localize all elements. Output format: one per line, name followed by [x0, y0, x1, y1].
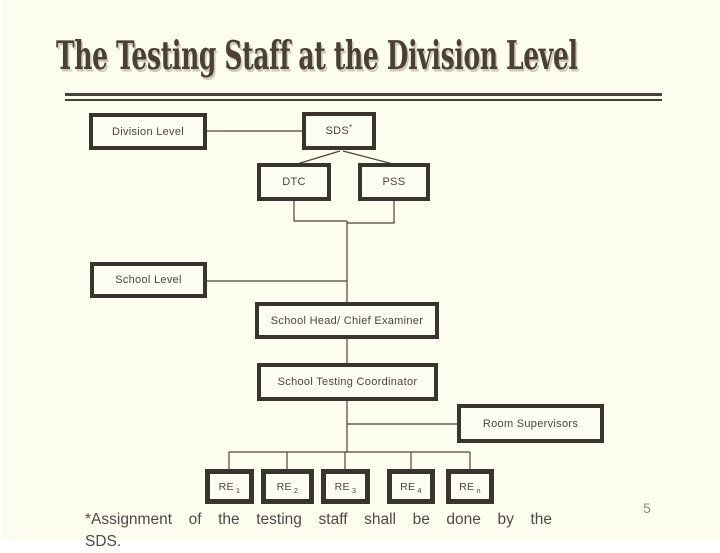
org-node-label: RE — [400, 480, 416, 493]
title-divider-bottom-line — [65, 99, 662, 101]
org-node-label: Room Supervisors — [482, 417, 579, 430]
org-node-label: School Level — [115, 274, 182, 286]
org-node-label: PSS — [382, 176, 406, 188]
org-node-subscript: 3 — [351, 486, 357, 495]
footnote: *Assignment of the testing staff shall b… — [85, 509, 552, 553]
org-node-school-level: School Level — [90, 262, 207, 298]
footnote-line-2: SDS. — [85, 533, 122, 550]
slide-title: The Testing Staff at the Division Level — [56, 33, 578, 79]
org-node-pss: PSS — [358, 163, 430, 201]
org-node-label: School Head/ Chief Examiner — [270, 314, 424, 327]
org-node-school-head-chief-examiner: School Head/ Chief Examiner — [255, 302, 439, 339]
title-divider-top-line — [65, 93, 662, 96]
org-node-division-level: Division Level — [89, 113, 207, 150]
org-node-sds: SDS* — [302, 112, 376, 150]
org-node-dtc: DTC — [257, 163, 331, 201]
org-node-subscript: 2 — [293, 486, 299, 495]
org-node-subscript: 4 — [417, 486, 422, 495]
org-node-label: RE — [218, 480, 234, 493]
org-chart-connector-lines — [207, 130, 471, 469]
org-node-label: SDS — [325, 125, 350, 137]
org-node-label: RE — [334, 480, 350, 493]
org-node-label: School Testing Coordinator — [277, 376, 418, 388]
org-node-school-testing-coordinator: School Testing Coordinator — [257, 363, 438, 401]
org-node-label: DTC — [282, 176, 306, 188]
org-node-subscript: n — [476, 486, 481, 495]
org-node-asterisk: * — [349, 122, 353, 132]
org-node-label: RE — [459, 480, 475, 493]
org-node-subscript: 1 — [235, 486, 241, 495]
org-node-room-supervisors: Room Supervisors — [457, 404, 604, 443]
page-number: 5 — [643, 500, 651, 516]
footnote-line-1: *Assignment of the testing staff shall b… — [85, 511, 552, 528]
org-node-label: Division Level — [111, 125, 185, 138]
org-node-label: RE — [276, 480, 292, 493]
